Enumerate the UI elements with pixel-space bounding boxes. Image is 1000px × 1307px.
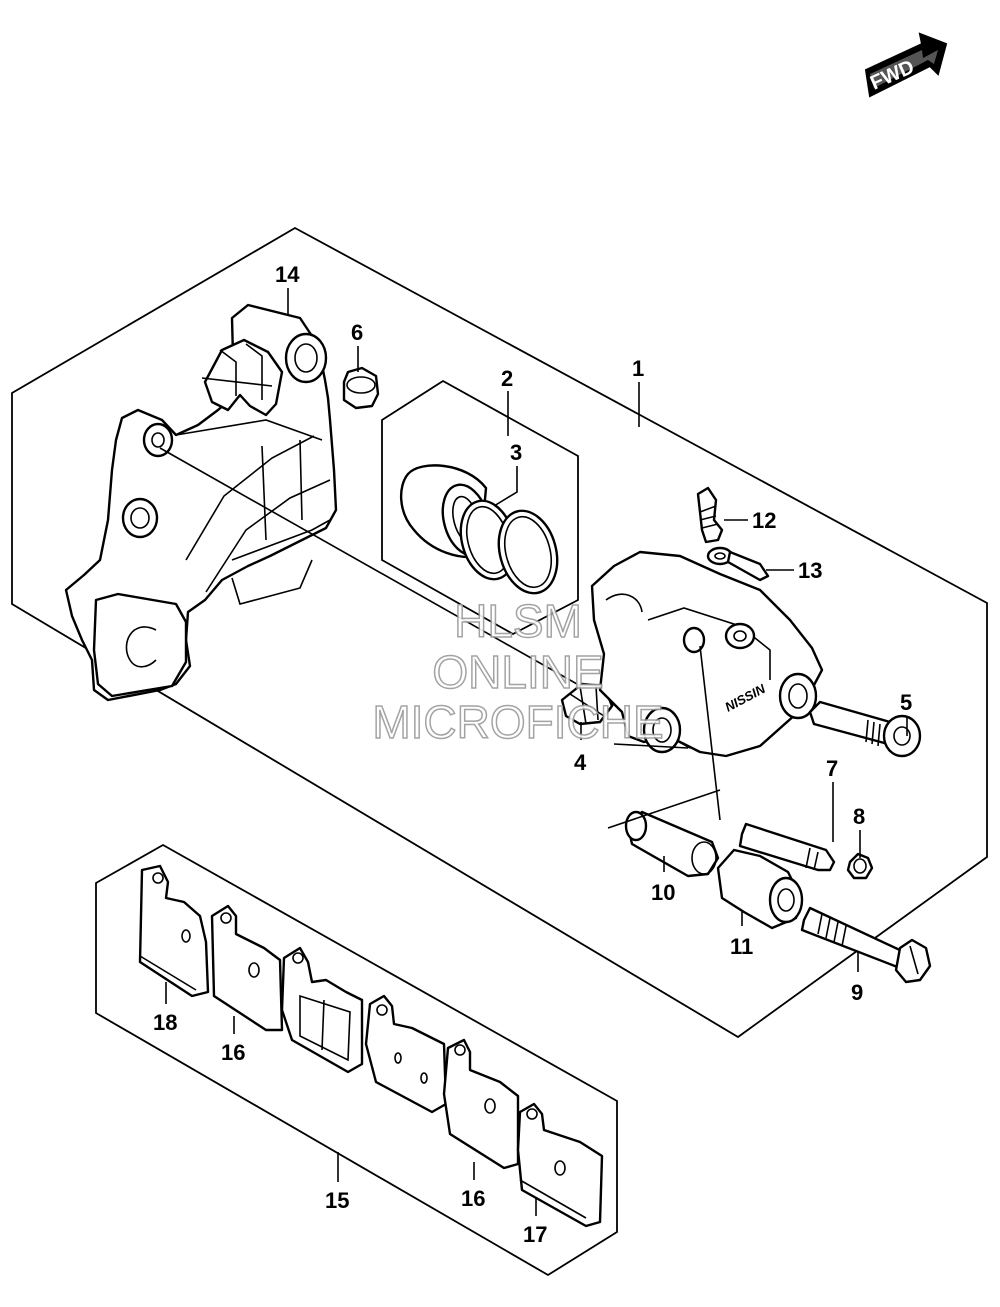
leader-lines (165, 288, 908, 1216)
callout-7: 7 (826, 756, 838, 781)
brake-pad-18 (138, 864, 210, 998)
fwd-badge: FWD (864, 32, 948, 98)
brake-pad-16-upper (210, 904, 284, 1032)
callout-12: 12 (752, 508, 776, 533)
callout-13: 13 (798, 558, 822, 583)
callout-3: 3 (510, 440, 522, 465)
callout-11: 11 (730, 934, 753, 959)
callout-17: 17 (523, 1222, 547, 1247)
callout-4: 4 (574, 750, 587, 775)
pad-set-frame (95, 843, 618, 1277)
brake-pad-17 (516, 1102, 604, 1228)
callout-5: 5 (900, 690, 912, 715)
rubber-cap (342, 366, 380, 410)
watermark-line-1: HLSM (454, 595, 582, 647)
caliper-body: NISSIN (590, 550, 824, 758)
caliper-bracket (64, 303, 338, 702)
callout-1: 1 (632, 356, 644, 381)
banjo-washer (706, 546, 770, 582)
caliper-axis-line (607, 645, 721, 829)
callout-9: 9 (851, 980, 863, 1005)
callout-15: 15 (325, 1188, 349, 1213)
slide-bolt (808, 700, 922, 758)
brake-pad-16-lower (442, 1038, 520, 1170)
callout-14: 14 (275, 262, 300, 287)
brake-pad-notched (364, 994, 448, 1114)
callout-8: 8 (853, 804, 865, 829)
pad-spring (560, 682, 614, 726)
caliper-bolt (800, 906, 932, 984)
callout-16-upper: 16 (221, 1040, 245, 1065)
rubber-boot (716, 848, 804, 930)
callout-16-lower: 16 (461, 1186, 485, 1211)
caliper-assembly-frame (11, 226, 988, 1039)
callout-10: 10 (651, 880, 675, 905)
callout-2: 2 (501, 366, 513, 391)
callouts: 1 2 3 4 5 6 7 8 9 10 11 12 13 14 15 16 1… (153, 262, 912, 1247)
piston-seals (459, 499, 559, 595)
callout-6: 6 (351, 320, 363, 345)
guide-sleeve (624, 810, 720, 878)
brake-pad-center (280, 946, 364, 1074)
callout-18: 18 (153, 1010, 177, 1035)
pad-pin (738, 822, 836, 872)
watermark-line-2: ONLINE (432, 646, 603, 698)
bleeder-valve (696, 486, 724, 544)
watermark-line-3: MICROFICHE (372, 696, 663, 748)
watermark: HLSM ONLINE MICROFICHE (372, 594, 665, 749)
piston-kit-frame (381, 379, 579, 636)
